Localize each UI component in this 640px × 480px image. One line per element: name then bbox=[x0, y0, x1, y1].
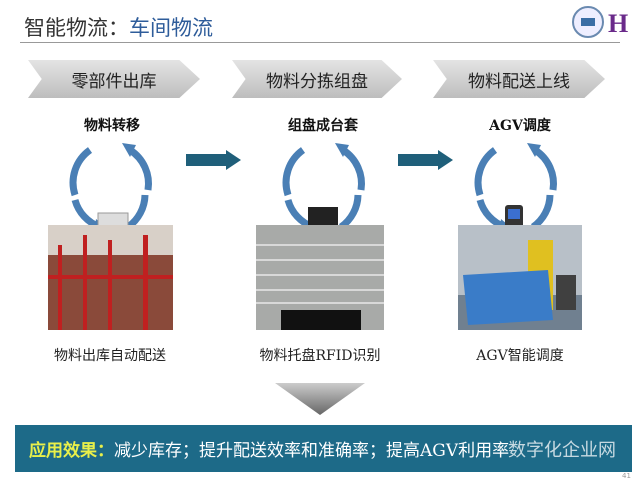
title-main: 智能物流： bbox=[24, 16, 129, 40]
title-divider bbox=[20, 42, 620, 43]
effect-label: 应用效果： bbox=[29, 441, 114, 461]
caption-2: 物料托盘RFID识别 bbox=[259, 348, 381, 364]
flow-arrow-icon bbox=[186, 150, 241, 170]
step-label-3: AGV调度 bbox=[489, 118, 551, 134]
warehouse-photo bbox=[48, 225, 173, 330]
cycle-arrows-icon bbox=[273, 135, 373, 235]
cycle-arrows-icon bbox=[60, 135, 160, 235]
agv-photo bbox=[458, 225, 582, 330]
down-arrow-icon bbox=[275, 383, 365, 415]
chevron-step-2: 物料分拣组盘 bbox=[232, 60, 402, 98]
step-label-2: 组盘成台套 bbox=[288, 118, 358, 134]
cycle-arrows-icon bbox=[465, 135, 565, 235]
chevron-step-3: 物料配送上线 bbox=[433, 60, 605, 98]
h-logo-icon: H bbox=[608, 9, 628, 38]
page-title: 智能物流：车间物流 bbox=[24, 12, 213, 42]
watermark: 数字化企业网 bbox=[508, 440, 616, 461]
caption-1: 物料出库自动配送 bbox=[54, 348, 166, 364]
step-label-1: 物料转移 bbox=[84, 118, 140, 134]
effect-banner: 应用效果：减少库存；提升配送效率和准确率；提高AGV利用率 bbox=[15, 425, 632, 472]
flow-arrow-icon bbox=[398, 150, 453, 170]
caption-3: AGV智能调度 bbox=[476, 348, 564, 364]
chevron-step-1: 零部件出库 bbox=[28, 60, 200, 98]
pallet-rack-photo bbox=[256, 225, 384, 330]
effect-text: 减少库存；提升配送效率和准确率；提高AGV利用率 bbox=[114, 441, 510, 461]
page-number: 41 bbox=[622, 472, 631, 480]
title-sub: 车间物流 bbox=[129, 16, 213, 40]
logos: H bbox=[572, 6, 628, 38]
